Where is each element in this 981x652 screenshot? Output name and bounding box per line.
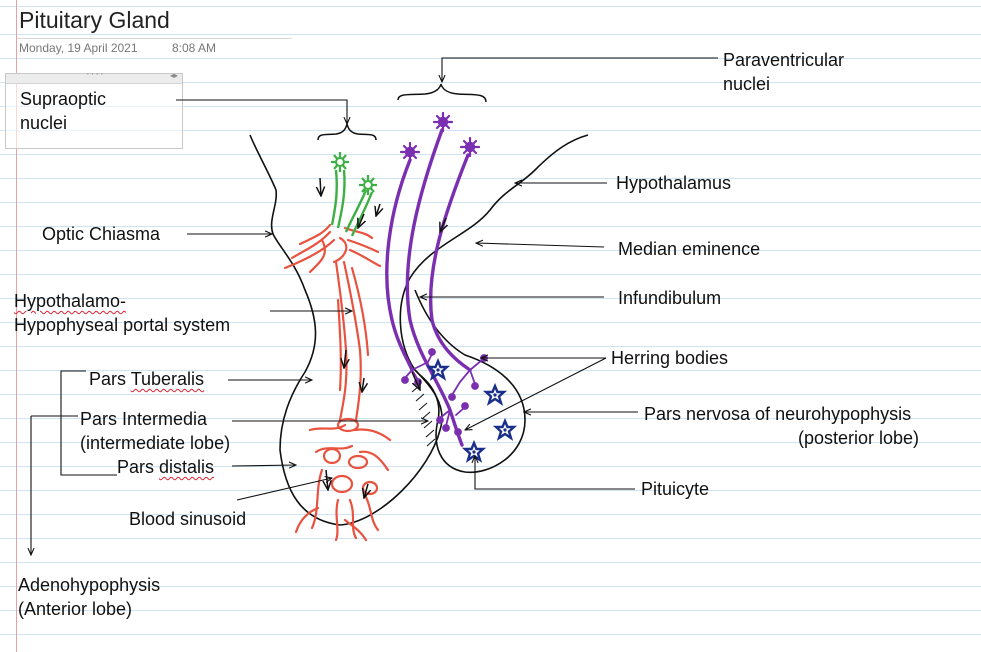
pointer-lines — [31, 57, 718, 555]
portal-system-label-line2: Hypophyseal portal system — [14, 315, 231, 335]
herring-body-terminals — [401, 348, 488, 436]
gland-outline — [249, 134, 589, 526]
pars-intermedia-label-line1: Pars Intermedia — [80, 409, 208, 429]
pars-distalis-label: Pars distalis — [117, 455, 214, 479]
infundibulum-label: Infundibulum — [618, 288, 722, 308]
paraventricular-label: Paraventricular nuclei — [723, 48, 844, 96]
nuclei-brackets — [317, 83, 487, 141]
portal-vessels — [283, 223, 392, 542]
note-container-handle[interactable]: ···· ◂▸ — [6, 68, 182, 84]
paraventricular-neurons — [385, 111, 488, 447]
adenohypophysis-label-line2: (Anterior lobe) — [18, 599, 133, 619]
page-date: Monday, 19 April 2021 — [19, 41, 138, 55]
note-container[interactable]: ···· ◂▸ — [5, 68, 183, 149]
paraventricular-label-line1: Paraventricular — [723, 50, 845, 70]
adenohypophysis-label-line1: Adenohypophysis — [18, 575, 161, 595]
pars-nervosa-label-line1: Pars nervosa of neurohypophysis — [644, 404, 912, 424]
herring-bodies-label: Herring bodies — [611, 348, 729, 368]
title-divider — [17, 38, 292, 39]
pars-tuberalis-prefix: Pars — [89, 369, 131, 389]
drag-dots-icon[interactable]: ···· — [86, 68, 105, 80]
portal-system-label-line1: Hypothalamo- — [14, 291, 127, 311]
pars-tuberalis-word: Tuberalis — [130, 369, 205, 389]
blood-sinusoid-label: Blood sinusoid — [129, 509, 247, 529]
optic-chiasma-label: Optic Chiasma — [42, 224, 161, 244]
pars-distalis-word: distalis — [159, 457, 215, 477]
page-title[interactable]: Pituitary Gland — [19, 7, 170, 33]
pars-distalis-prefix: Pars — [117, 457, 160, 477]
supraoptic-label[interactable]: Supraoptic nuclei — [20, 87, 106, 135]
paraventricular-label-line2: nuclei — [723, 74, 771, 94]
hypothalamus-outline — [249, 134, 589, 526]
supraoptic-label-line1: Supraoptic — [20, 89, 107, 109]
pars-intermedia-label: Pars Intermedia (intermediate lobe) — [80, 407, 230, 455]
margin-line — [16, 0, 17, 652]
resize-arrows-icon[interactable]: ◂▸ — [169, 71, 178, 80]
supraoptic-label-line2: nuclei — [20, 113, 68, 133]
page-time: 8:08 AM — [172, 41, 217, 55]
adenohypophysis-label: Adenohypophysis (Anterior lobe) — [18, 573, 160, 621]
pituicyte-label: Pituicyte — [641, 479, 710, 499]
hypothalamus-label: Hypothalamus — [616, 173, 732, 193]
pars-nervosa-label-line2: (posterior lobe) — [798, 428, 920, 448]
pars-intermedia-hatch — [411, 384, 436, 447]
pars-tuberalis-label: Pars Tuberalis — [89, 367, 204, 391]
pars-intermedia-label-line2: (intermediate lobe) — [80, 433, 231, 453]
bracket-lines — [31, 370, 117, 476]
median-eminence-label: Median eminence — [618, 239, 761, 259]
portal-system-label: Hypothalamo- Hypophyseal portal system — [14, 289, 230, 337]
supraoptic-neurons — [329, 150, 379, 237]
